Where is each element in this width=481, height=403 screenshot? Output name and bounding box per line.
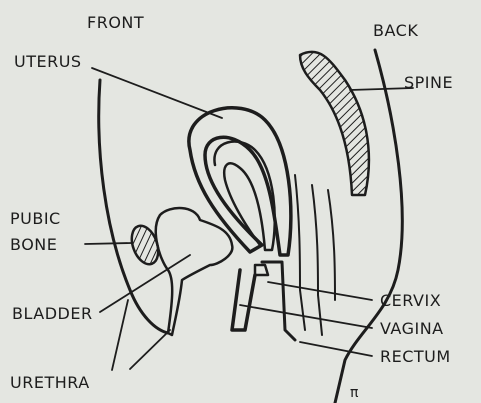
leader-pubic-bone <box>85 243 132 244</box>
label-vagina: VAGINA <box>380 320 444 338</box>
label-spine: SPINE <box>404 74 453 92</box>
label-front: FRONT <box>87 14 144 32</box>
label-back: BACK <box>373 22 418 40</box>
label-urethra: URETHRA <box>10 374 90 392</box>
uterus-inner <box>214 142 274 250</box>
label-pubic-bone-line1: PUBIC <box>10 210 61 228</box>
leader-rectum <box>300 342 372 356</box>
label-pubic-bone-line2: BONE <box>10 236 57 254</box>
rectum-wall-1 <box>295 175 305 330</box>
leader-urethra-1 <box>130 330 170 369</box>
vagina-front <box>232 270 255 330</box>
leader-uterus <box>92 68 222 118</box>
leader-vagina <box>240 305 372 328</box>
corner-mark: π <box>350 384 359 402</box>
label-uterus: UTERUS <box>14 53 82 71</box>
front-body-outline <box>99 80 168 333</box>
label-rectum: RECTUM <box>380 348 451 366</box>
label-bladder: BLADDER <box>12 305 93 323</box>
vagina-inner <box>255 265 268 275</box>
label-cervix: CERVIX <box>380 292 441 310</box>
rectum-wall-2 <box>312 185 322 335</box>
leader-urethra-2 <box>112 300 128 370</box>
spine-shape <box>300 52 369 195</box>
rectum-wall-3 <box>328 190 335 300</box>
bladder-shape <box>156 208 233 335</box>
